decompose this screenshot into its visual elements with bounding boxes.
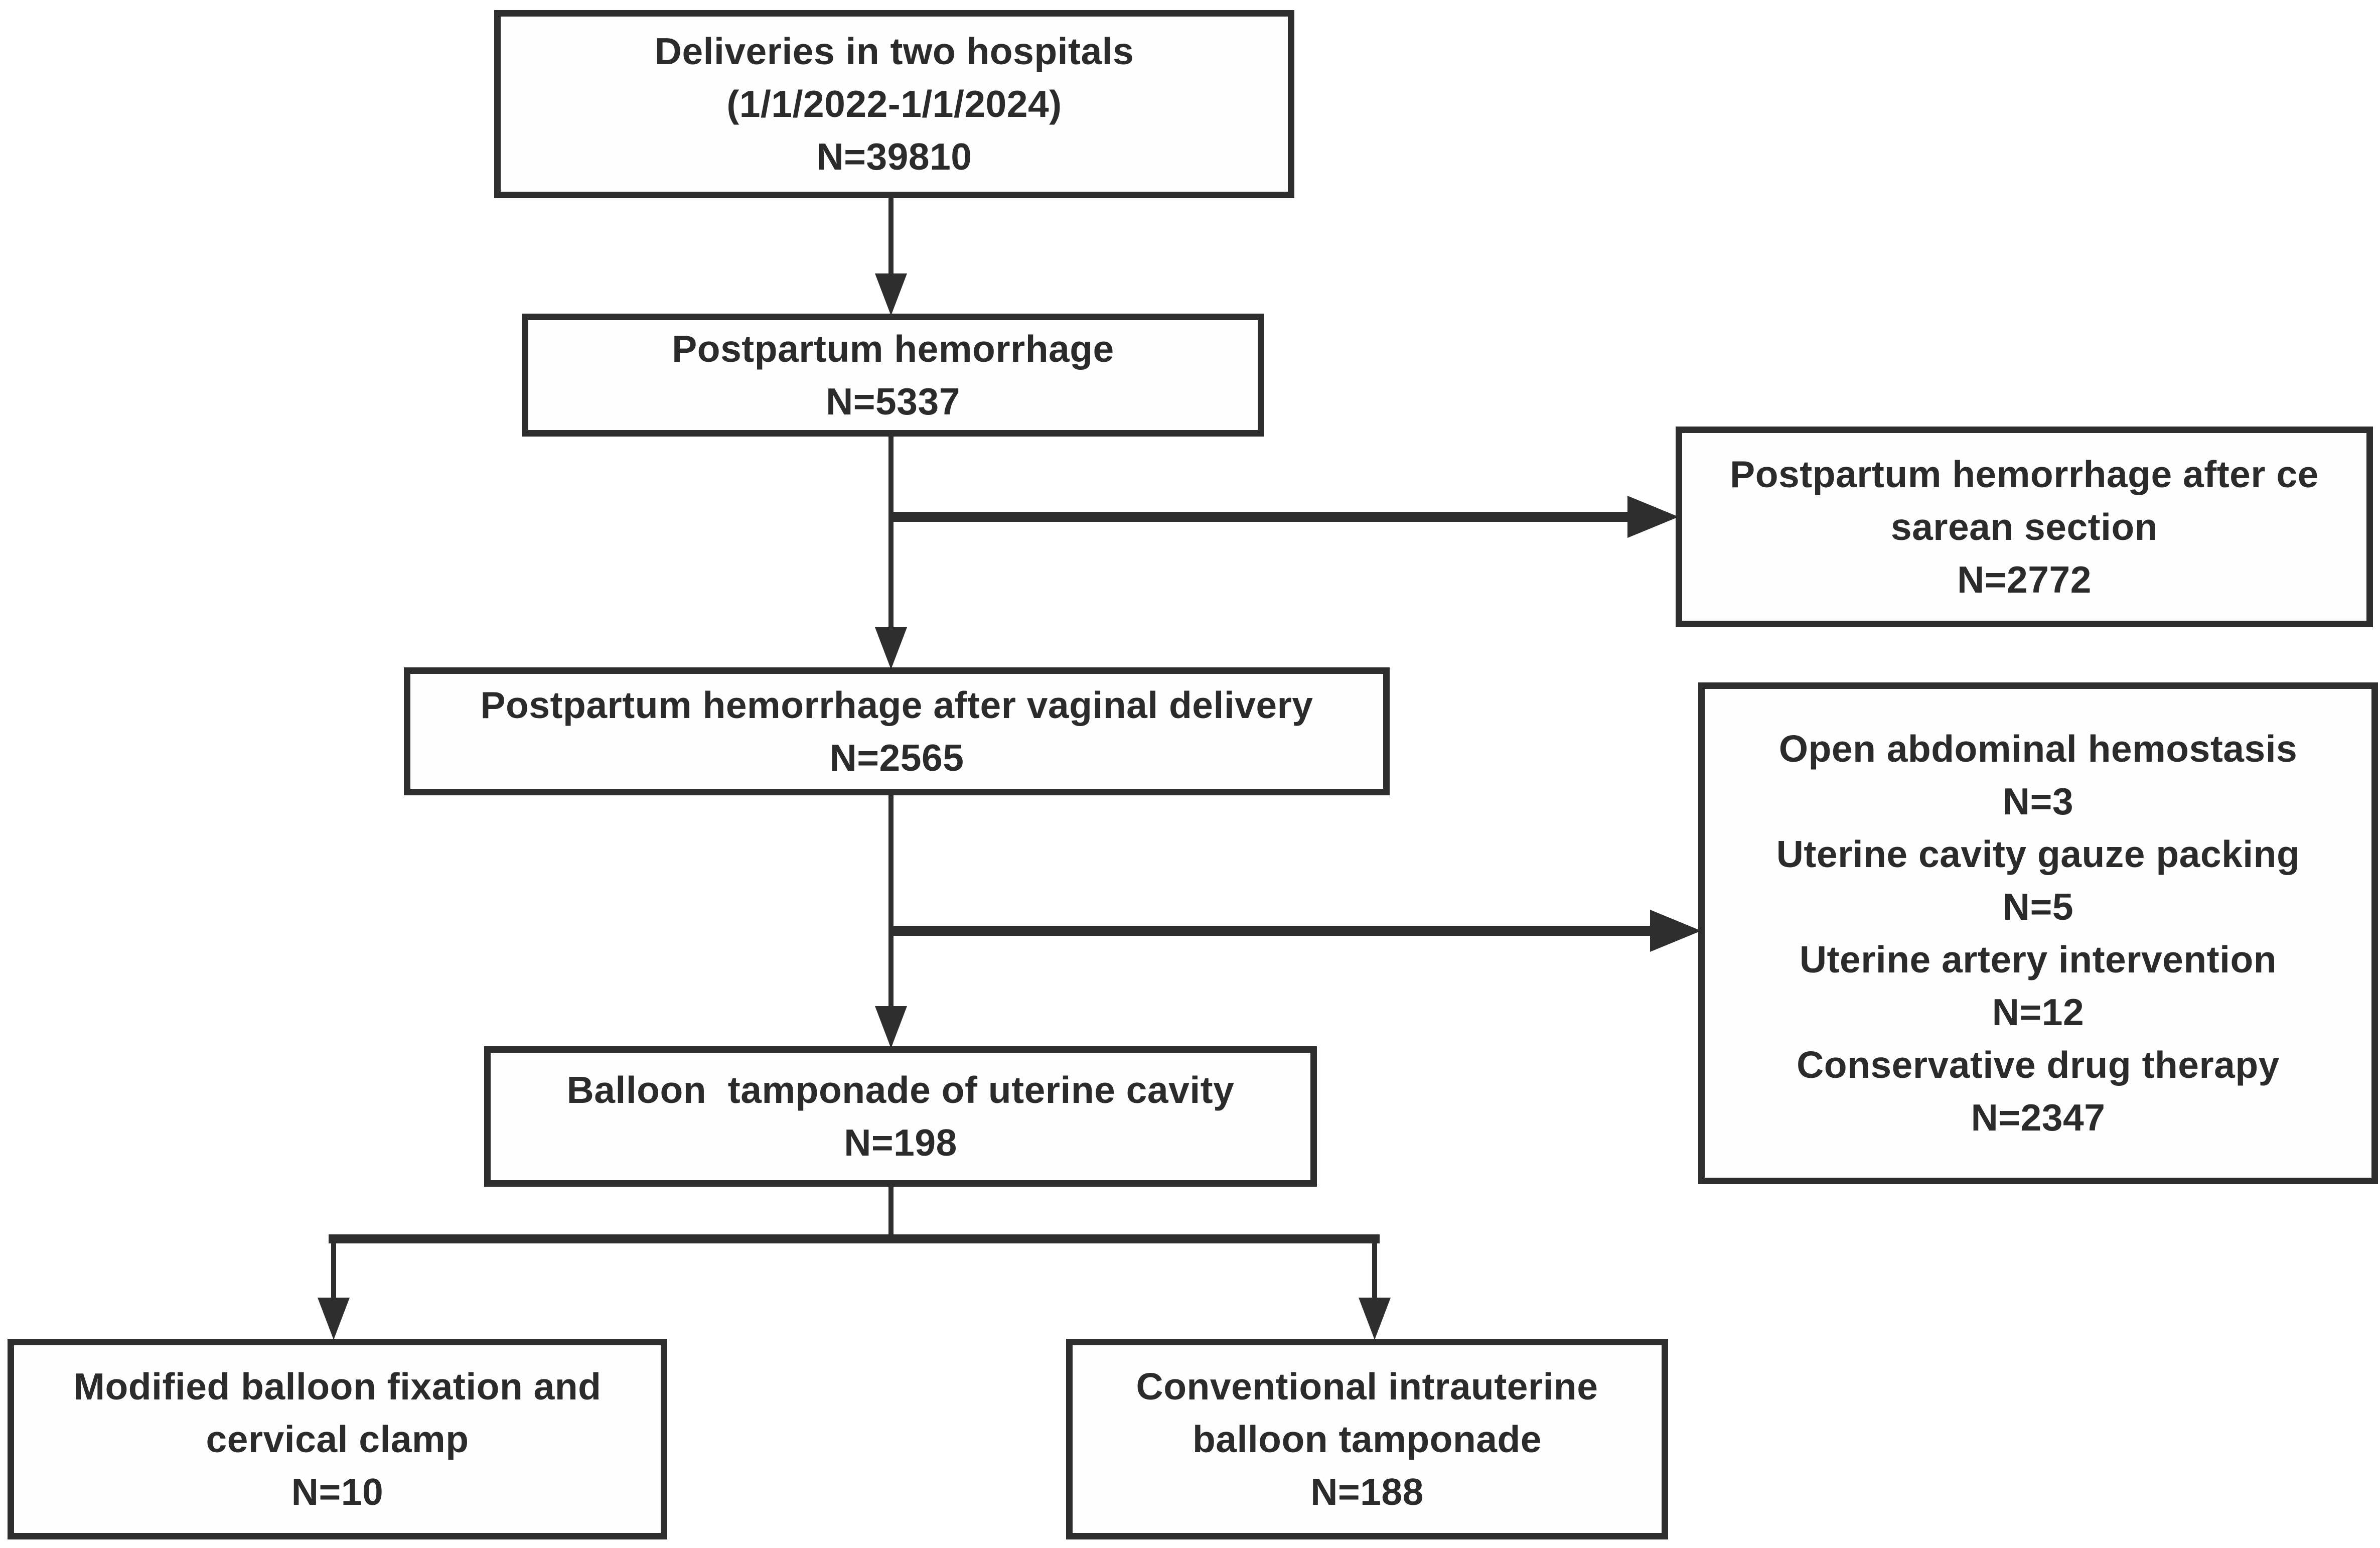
box-line: Uterine artery intervention <box>1799 938 2277 980</box>
box-line: cervical clamp <box>206 1418 469 1460</box>
arrow-down-icon <box>875 1006 907 1048</box>
box-other-treatments: Open abdominal hemostasis N=3 Uterine ca… <box>1698 682 2378 1184</box>
box-line: Postpartum hemorrhage after vaginal deli… <box>480 683 1313 726</box>
box-line: N=5 <box>2002 886 2074 928</box>
box-line: Deliveries in two hospitals <box>654 30 1134 72</box>
box-line: Balloon tamponade of uterine cavity <box>566 1069 1235 1111</box>
box-postpartum-hemorrhage: Postpartum hemorrhage N=5337 <box>522 314 1264 437</box>
box-line: N=188 <box>1310 1470 1424 1513</box>
box-line: Postpartum hemorrhage <box>672 327 1114 370</box>
box-pph-after-cesarean-section: Postpartum hemorrhage after ce sarean se… <box>1676 427 2373 627</box>
box-line: Conservative drug therapy <box>1797 1044 2280 1086</box>
box-line: N=2347 <box>1971 1096 2106 1139</box>
box-modified-balloon-fixation: Modified balloon fixation and cervical c… <box>8 1339 667 1539</box>
box-balloon-tamponade: Balloon tamponade of uterine cavity N=19… <box>484 1046 1317 1187</box>
box-deliveries-in-two-hospitals: Deliveries in two hospitals (1/1/2022-1/… <box>494 10 1294 198</box>
connector-split-left-stub <box>331 1239 336 1299</box>
connector-deliveries-to-pph-line <box>888 197 894 277</box>
connector-vaginal-to-balloon-line <box>888 794 894 1009</box>
box-pph-after-vaginal-delivery: Postpartum hemorrhage after vaginal deli… <box>404 667 1390 795</box>
connector-pph-to-vaginal-line <box>888 436 894 630</box>
connector-branch-to-other-treatments-line <box>891 926 1651 936</box>
arrow-down-icon <box>875 627 907 669</box>
box-line: N=3 <box>2002 780 2074 822</box>
box-line: N=12 <box>1992 991 2085 1033</box>
box-line: Postpartum hemorrhage after ce <box>1730 453 2319 495</box>
arrow-down-icon <box>875 273 907 316</box>
box-line: N=2772 <box>1957 558 2092 601</box>
arrow-right-icon <box>1650 910 1701 952</box>
box-line: N=2565 <box>829 736 964 779</box>
box-line: Uterine cavity gauze packing <box>1776 833 2300 875</box>
box-line: Open abdominal hemostasis <box>1778 728 2298 770</box>
box-line: Conventional intrauterine <box>1136 1365 1598 1408</box>
arrow-right-icon <box>1627 496 1679 538</box>
connector-branch-to-cesarean-line <box>891 512 1633 522</box>
box-line: sarean section <box>1890 505 2158 548</box>
box-line: balloon tamponade <box>1192 1418 1542 1460</box>
arrow-down-icon <box>1359 1298 1391 1340</box>
box-line: Modified balloon fixation and <box>73 1365 602 1408</box>
box-line: N=5337 <box>826 380 960 423</box>
connector-split-bar <box>329 1234 1380 1243</box>
connector-balloon-split-stem <box>888 1186 894 1242</box>
box-line: N=39810 <box>816 135 972 178</box>
box-conventional-balloon-tamponade: Conventional intrauterine balloon tampon… <box>1066 1339 1668 1539</box>
box-line: N=198 <box>844 1121 957 1164</box>
connector-split-right-stub <box>1372 1239 1377 1299</box>
box-line: (1/1/2022-1/1/2024) <box>726 83 1062 125</box>
box-line: N=10 <box>291 1470 384 1513</box>
arrow-down-icon <box>318 1298 350 1340</box>
